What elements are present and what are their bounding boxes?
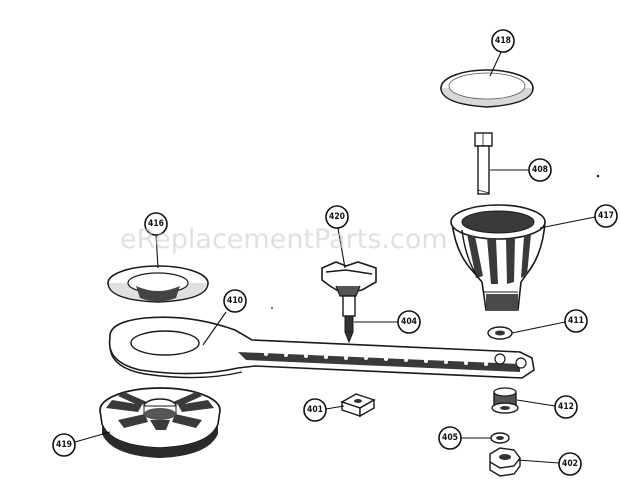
speck bbox=[271, 307, 273, 309]
callout-412: 412 bbox=[554, 395, 578, 419]
leader-lines bbox=[74, 49, 596, 464]
callout-label-402: 402 bbox=[562, 459, 578, 469]
part-404-pin bbox=[342, 295, 356, 344]
callout-405: 405 bbox=[438, 426, 462, 450]
part-410-arm bbox=[108, 316, 535, 379]
speck bbox=[596, 174, 600, 178]
part-416-base-wheel bbox=[99, 387, 221, 458]
callout-label-419: 418 bbox=[495, 36, 511, 46]
callout-402: 402 bbox=[558, 452, 582, 476]
part-411-washer bbox=[487, 326, 513, 340]
callout-label-412: 412 bbox=[558, 402, 574, 412]
callout-label-420: 420 bbox=[329, 212, 345, 222]
callout-408: 408 bbox=[528, 158, 552, 182]
part-401-nut bbox=[340, 393, 376, 418]
callout-410: 410 bbox=[223, 289, 247, 313]
part-420-wing-knob bbox=[321, 261, 377, 297]
watermark-text: eReplacementParts.com bbox=[120, 224, 448, 255]
callout-label-411: 411 bbox=[568, 316, 584, 326]
callout-417: 416 bbox=[144, 212, 168, 236]
part-405-washer bbox=[490, 432, 510, 444]
part-419-cap bbox=[440, 69, 534, 108]
callout-401: 401 bbox=[303, 398, 327, 422]
callout-label-404: 404 bbox=[401, 317, 417, 327]
part-408-bolt bbox=[474, 132, 493, 195]
callout-label-401: 401 bbox=[307, 405, 323, 415]
part-402-hex-nut bbox=[489, 447, 521, 477]
callout-419: 418 bbox=[491, 29, 515, 53]
callout-416: 419 bbox=[52, 433, 76, 457]
callout-label-405: 405 bbox=[442, 433, 458, 443]
callout-411: 411 bbox=[564, 309, 588, 333]
callout-404: 404 bbox=[397, 310, 421, 334]
callout-label-416: 419 bbox=[56, 440, 72, 450]
callout-label-410: 410 bbox=[227, 296, 243, 306]
callout-label-418: 417 bbox=[598, 211, 614, 221]
part-412-bushing bbox=[491, 387, 519, 414]
callout-418: 417 bbox=[594, 204, 618, 228]
callout-420: 420 bbox=[325, 205, 349, 229]
part-417-cup bbox=[107, 265, 209, 303]
callout-label-417: 416 bbox=[148, 219, 164, 229]
part-418-knob bbox=[450, 204, 546, 311]
callout-label-408: 408 bbox=[532, 165, 548, 175]
